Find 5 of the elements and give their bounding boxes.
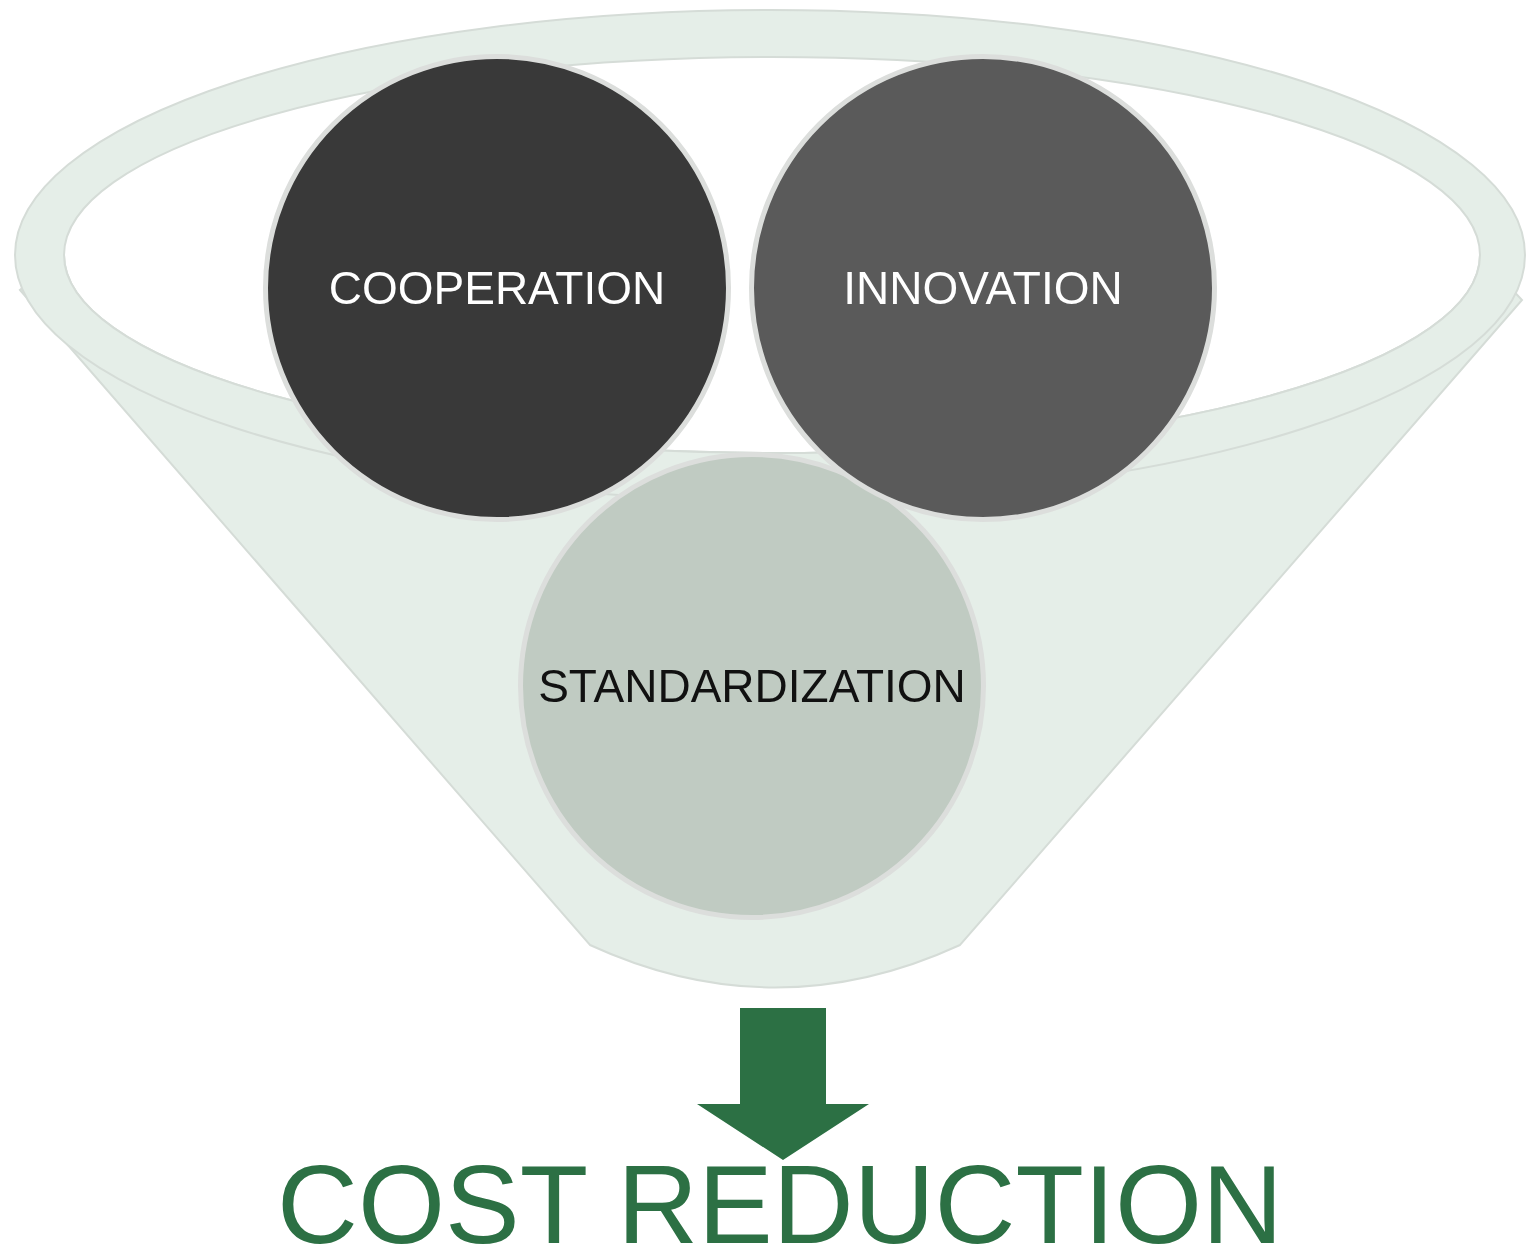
node-label: INNOVATION: [843, 261, 1123, 315]
result-heading: COST REDUCTION: [230, 1160, 1330, 1250]
node-label: COOPERATION: [328, 261, 666, 315]
node-label: STANDARDIZATION: [538, 659, 966, 713]
block-arrow: [697, 1008, 869, 1160]
